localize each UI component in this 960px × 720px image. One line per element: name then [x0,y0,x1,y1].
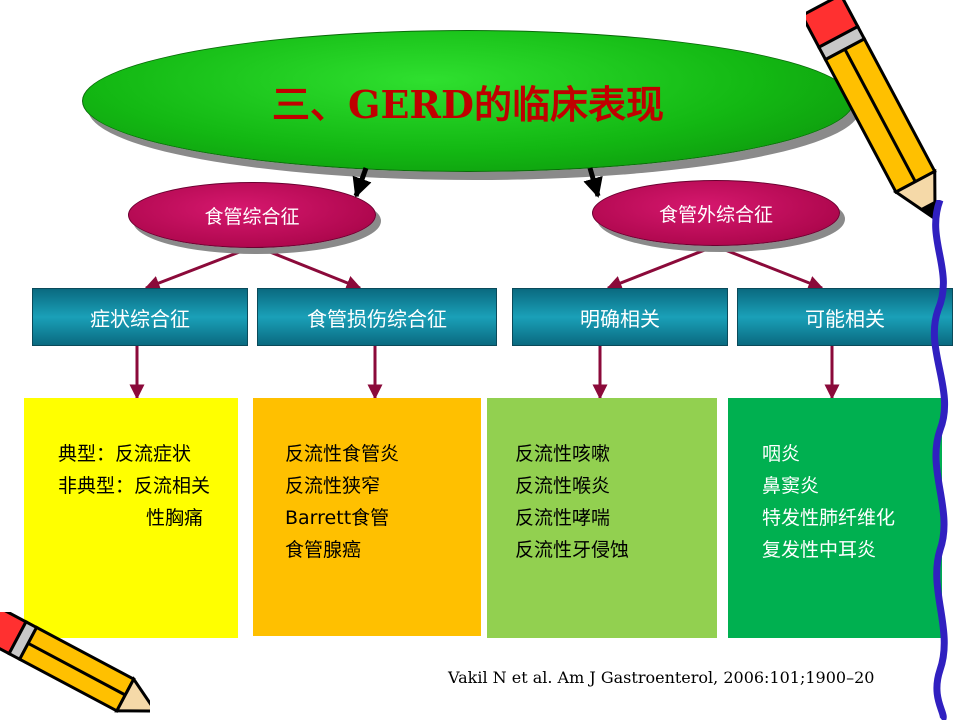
arrow-title-right [583,167,603,198]
box-line: 食管腺癌 [285,539,362,561]
arrow-cat2-h3 [606,244,716,291]
header-label: 可能相关 [805,306,885,331]
header-established: 明确相关 [512,288,728,346]
category-extraesophageal: 食管外综合征 [592,180,840,246]
box-line: Barrett食管 [285,507,390,529]
header-injury-syndrome: 食管损伤综合征 [257,288,497,346]
arrow-cat1-h2 [254,244,362,290]
box-line: 反流性牙侵蚀 [515,539,630,561]
box-line: 典型：反流症状 [58,443,192,465]
box-line: 咽炎 [762,443,801,465]
header-symptom-syndrome: 症状综合征 [32,288,248,346]
header-label: 食管损伤综合征 [307,306,447,331]
header-label: 症状综合征 [90,306,190,331]
squiggle-decoration-icon [930,200,948,720]
box-line: 鼻窦炎 [762,475,820,497]
arrow-cat1-h1 [144,244,256,291]
title-ellipse: 三、GERD的临床表现 [82,30,854,172]
pencil-icon [806,0,937,222]
box-symptom: 典型：反流症状 非典型：反流相关 性胸痛 [24,398,238,638]
header-label: 明确相关 [580,306,660,331]
citation: Vakil N et al. Am J Gastroenterol, 2006:… [448,668,875,687]
box-line: 反流性哮喘 [515,507,611,529]
box-proposed: 咽炎 鼻窦炎 特发性肺纤维化 复发性中耳炎 [728,398,942,638]
category-label: 食管综合征 [204,205,300,228]
pencil-icon [0,612,150,713]
arrow-title-left [352,167,372,198]
box-established: 反流性咳嗽 反流性喉炎 反流性哮喘 反流性牙侵蚀 [487,398,717,638]
category-label: 食管外综合征 [658,203,773,226]
arrow-cat2-h4 [714,244,824,291]
box-line: 反流性喉炎 [515,475,611,497]
slide-title: 三、GERD的临床表现 [272,81,664,127]
box-line: 性胸痛 [146,507,204,529]
box-injury: 反流性食管炎 反流性狭窄 Barrett食管 食管腺癌 [253,398,481,636]
box-line: 反流性狭窄 [285,475,381,497]
box-line: 特发性肺纤维化 [762,507,896,529]
box-line: 反流性咳嗽 [515,443,611,465]
box-line: 复发性中耳炎 [762,539,877,561]
box-line: 反流性食管炎 [285,443,400,465]
header-proposed: 可能相关 [737,288,953,346]
box-line: 非典型：反流相关 [58,475,211,497]
category-esophageal: 食管综合征 [128,182,376,248]
